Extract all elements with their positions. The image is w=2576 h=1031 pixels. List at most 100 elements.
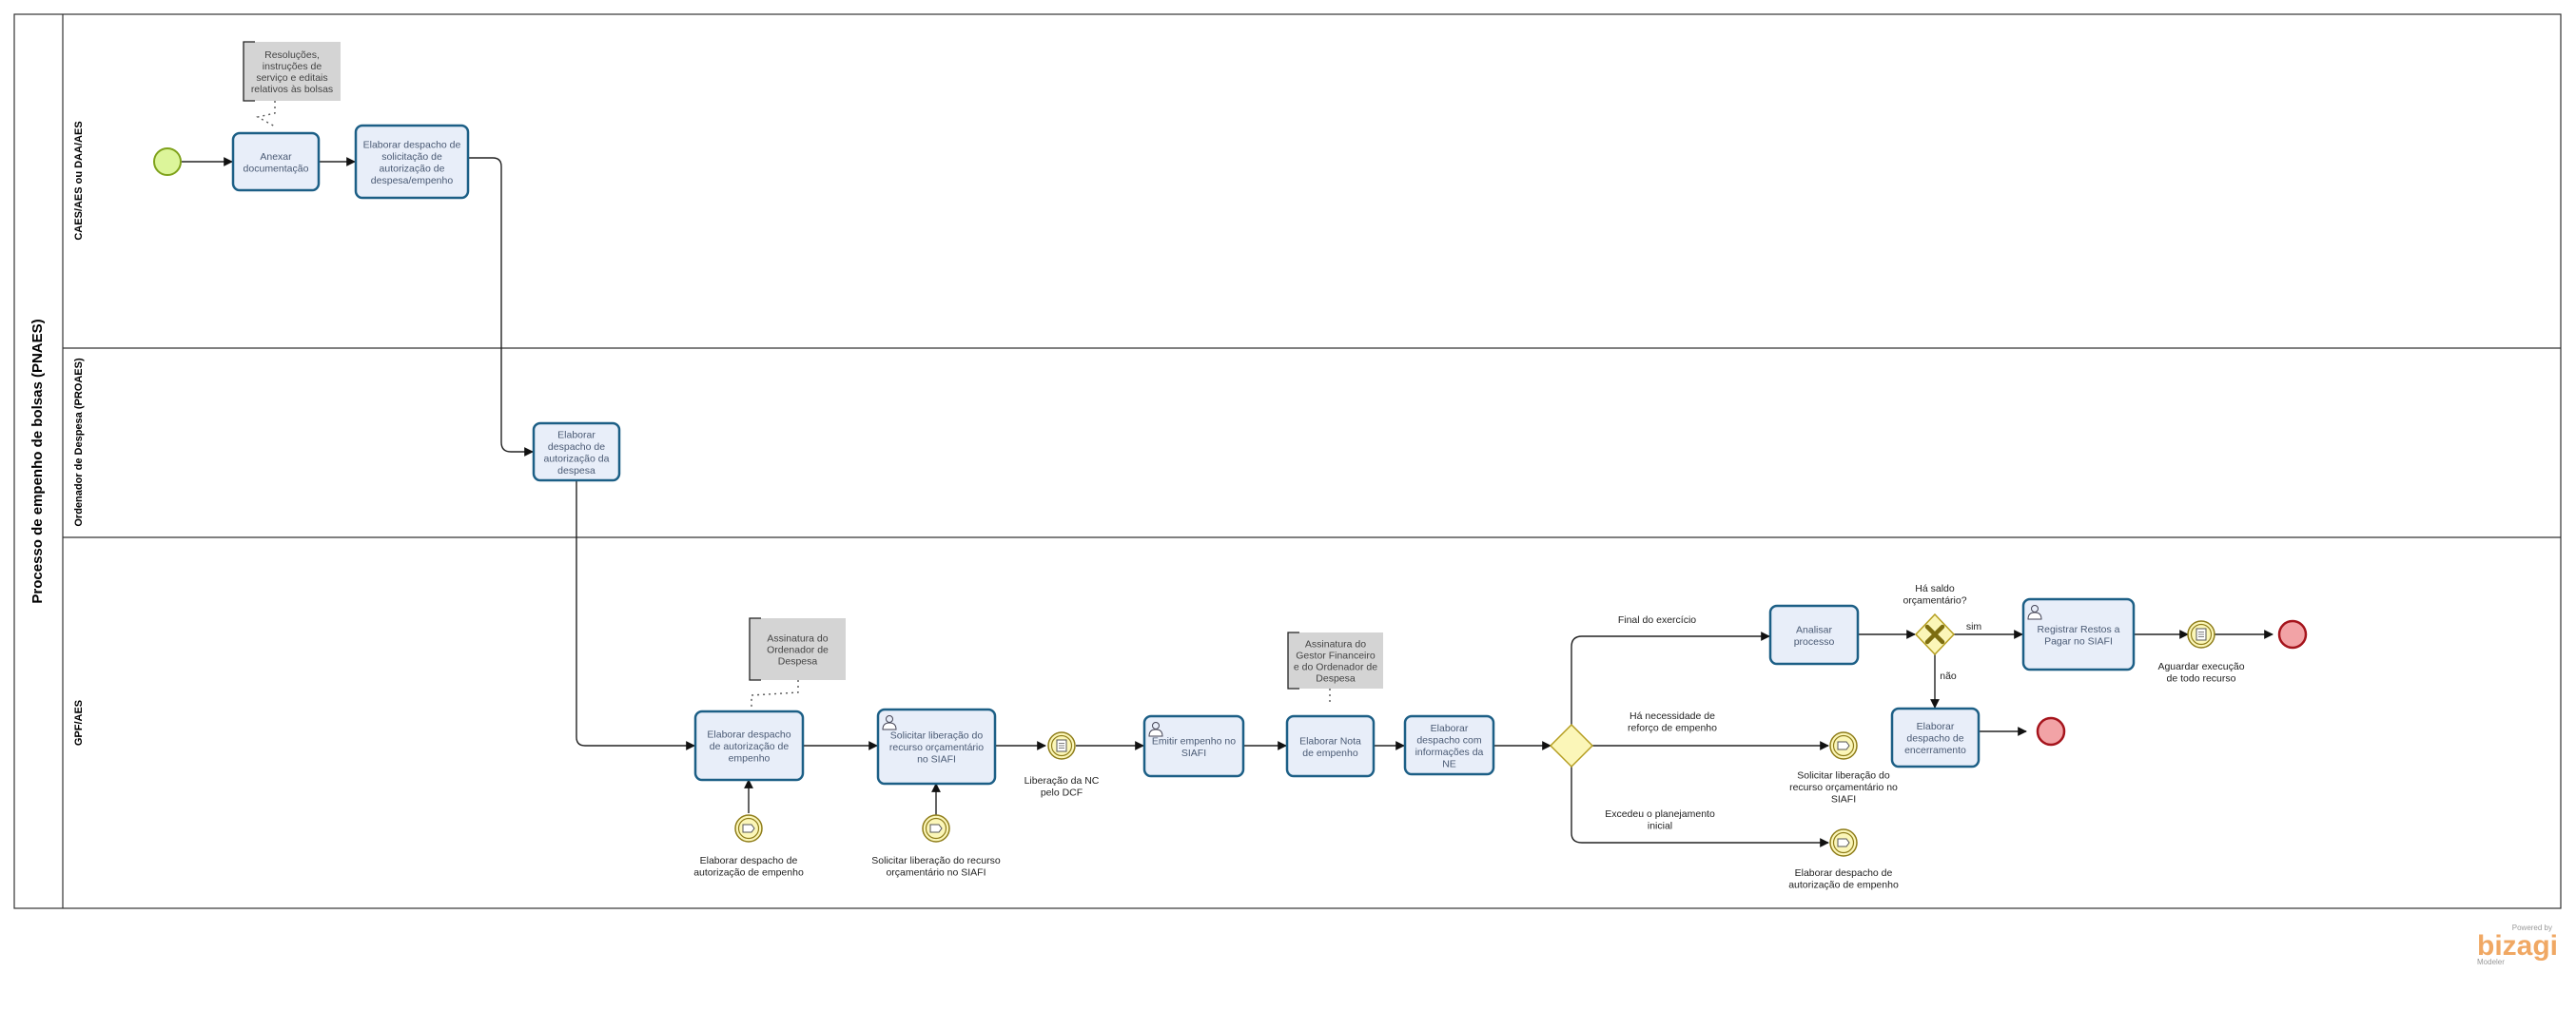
task-label-line: solicitação de — [381, 151, 442, 163]
conditional-event-nc[interactable] — [1047, 731, 1076, 760]
task-label-line: NE — [1442, 758, 1456, 769]
conditional-icon — [1056, 739, 1067, 752]
task-label-line: no SIAFI — [917, 754, 956, 766]
task-label-line: SIAFI — [1181, 748, 1206, 759]
task-label-line: informações da — [1415, 747, 1484, 758]
lane-title-ordenador: Ordenador de Despesa (PROAES) — [73, 358, 85, 527]
task-label-line: Elaborar — [557, 429, 595, 440]
annotation-text-line: Resoluções, — [264, 49, 320, 61]
user-task-icon — [1148, 722, 1163, 737]
task-label-line: Emitir empenho no — [1152, 735, 1236, 747]
conditional-event-aguardar[interactable] — [2187, 620, 2215, 649]
task-label-line: despesa — [557, 465, 595, 477]
task-label-line: de empenho — [1302, 748, 1358, 759]
task-label-line: processo — [1794, 636, 1835, 648]
annotation-text-line: e do Ordenador de — [1294, 662, 1377, 673]
annotation-text-line: Despesa — [1316, 673, 1356, 685]
message-event-despacho[interactable] — [734, 814, 763, 843]
annotation-text-line: Assinatura do — [1305, 639, 1366, 651]
powered-by-text: Powered by — [2512, 924, 2552, 932]
lane-title-gpf: GPF/AES — [73, 700, 85, 746]
x-mark-icon — [1924, 624, 1945, 645]
task-label-line: Analisar — [1796, 624, 1832, 635]
task-label-line: Pagar no SIAFI — [2044, 635, 2113, 647]
flow-label-nao: não — [1940, 671, 1957, 682]
sequence-flows — [182, 157, 2274, 847]
lane-title-caes: CAES/AES ou DAA/AES — [73, 121, 85, 240]
annotation-text-line: relativos às bolsas — [251, 84, 333, 95]
event-label-excedeu-line: autorização de empenho — [1788, 879, 1899, 890]
end-event-encerramento[interactable] — [2036, 716, 2066, 747]
flow-label-excedeu-line: inicial — [1648, 820, 1672, 831]
task-label-line: despacho de — [1906, 733, 1963, 745]
flow-label-saldo-line: Há saldo — [1915, 583, 1955, 594]
flow-label-final: Final do exercício — [1618, 614, 1696, 626]
task-label-line: Registrar Restos a — [2038, 624, 2120, 635]
start-event[interactable] — [153, 147, 182, 176]
bizagi-logo-text: bizagi — [2477, 930, 2558, 962]
annotation-text-line: Despesa — [778, 656, 818, 668]
annotation-text-line: serviço e editais — [256, 72, 327, 84]
message-event-excedeu[interactable] — [1829, 828, 1858, 857]
message-icon — [1837, 741, 1850, 750]
annotation-text-line: Assinatura do — [767, 633, 828, 645]
event-label-lib-line: orçamentário no SIAFI — [886, 866, 986, 878]
message-event-reforco[interactable] — [1829, 731, 1858, 760]
event-label-aguardar-line: Aguardar execução — [2157, 661, 2244, 672]
task-label-line: Elaborar — [1431, 723, 1469, 734]
modeler-text: Modeler — [2477, 958, 2505, 966]
task-label-line: autorização de — [380, 163, 445, 174]
message-icon — [742, 824, 755, 833]
task-label-line: autorização da — [544, 453, 610, 464]
task-label-line: Elaborar — [1917, 721, 1955, 732]
event-label-lib-line: Solicitar liberação do recurso — [871, 855, 1001, 866]
message-event-liberacao[interactable] — [922, 814, 950, 843]
task-label-line: despacho com — [1416, 734, 1482, 746]
flow-label-saldo-line: orçamentário? — [1903, 594, 1966, 606]
end-event-main[interactable] — [2277, 619, 2308, 650]
flow-label-sim-line: sim — [1966, 621, 1982, 632]
task-label-line: documentação — [244, 163, 309, 174]
event-label-reforco-line: recurso orçamentário no — [1789, 782, 1898, 793]
task-label-line: encerramento — [1904, 745, 1966, 756]
event-label-aguardar-line: de todo recurso — [2167, 672, 2236, 684]
bizagi-branding: Powered by bizagi Modeler — [2477, 924, 2558, 966]
event-label-reforco-line: Solicitar liberação do — [1797, 770, 1890, 782]
exclusive-gateway-exercicio[interactable] — [1549, 723, 1594, 768]
task-label-line: despesa/empenho — [371, 175, 454, 186]
annotation-text-line: Gestor Financeiro — [1296, 651, 1376, 662]
annotation-text-line: Ordenador de — [767, 645, 829, 656]
user-task-icon — [882, 715, 897, 730]
annotation-text-line: instruções de — [263, 61, 322, 72]
flow-label-reforco-line: reforço de empenho — [1628, 722, 1717, 733]
exclusive-gateway-saldo[interactable] — [1914, 613, 1956, 656]
